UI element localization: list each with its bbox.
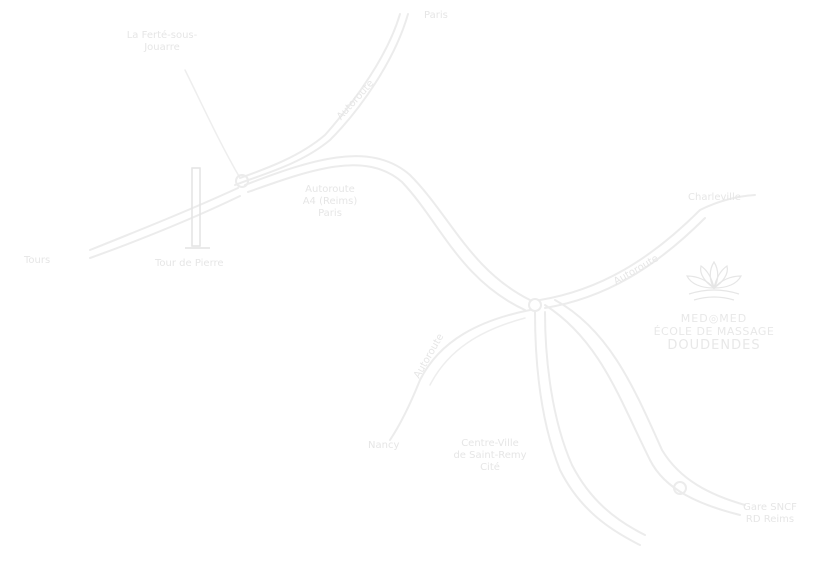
label-charleville: Charleville — [688, 192, 741, 203]
label-lower-right: Gare SNCF RD Reims — [743, 502, 797, 525]
road-lower-right-a — [544, 304, 741, 516]
road-charleville-a — [539, 194, 756, 301]
road-paris-b — [239, 13, 401, 179]
label-monument: Tour de Pierre — [155, 258, 224, 269]
roundabout-lower — [673, 481, 687, 495]
roundabout-central — [528, 298, 542, 312]
label-middle: Autoroute A4 (Reims) Paris — [302, 184, 358, 219]
road-main-b — [247, 164, 526, 311]
road-centre-a — [534, 311, 641, 546]
label-tours: Tours — [24, 255, 51, 266]
logo-brand: MED◎MED — [680, 312, 748, 325]
road-nancy-b — [429, 317, 526, 386]
road-upper-left — [184, 69, 241, 179]
label-nancy: Nancy — [368, 440, 400, 451]
logo-city: DOUDENDES — [667, 338, 761, 353]
lotus-icon — [686, 260, 742, 301]
logo-school: ÉCOLE DE MASSAGE — [653, 325, 775, 338]
road-charleville-b — [544, 217, 706, 309]
road-tours-b — [89, 195, 241, 259]
roundabout-1 — [235, 174, 249, 188]
school-logo: MED◎MED ÉCOLE DE MASSAGE DOUDENDES — [634, 258, 794, 353]
monument-icon — [191, 167, 201, 247]
label-upper-left: La Ferté-sous-Jouarre — [126, 30, 198, 53]
road-centre-b — [544, 311, 646, 536]
road-paris-a — [234, 13, 409, 186]
label-lower-middle: Centre-Ville de Saint-Remy Cité — [453, 438, 527, 473]
label-paris: Paris — [424, 10, 448, 21]
road-tours-a — [89, 187, 239, 251]
road-lower-right-b — [554, 299, 746, 506]
road-nancy-a — [389, 309, 531, 441]
road-main-a — [244, 155, 531, 301]
